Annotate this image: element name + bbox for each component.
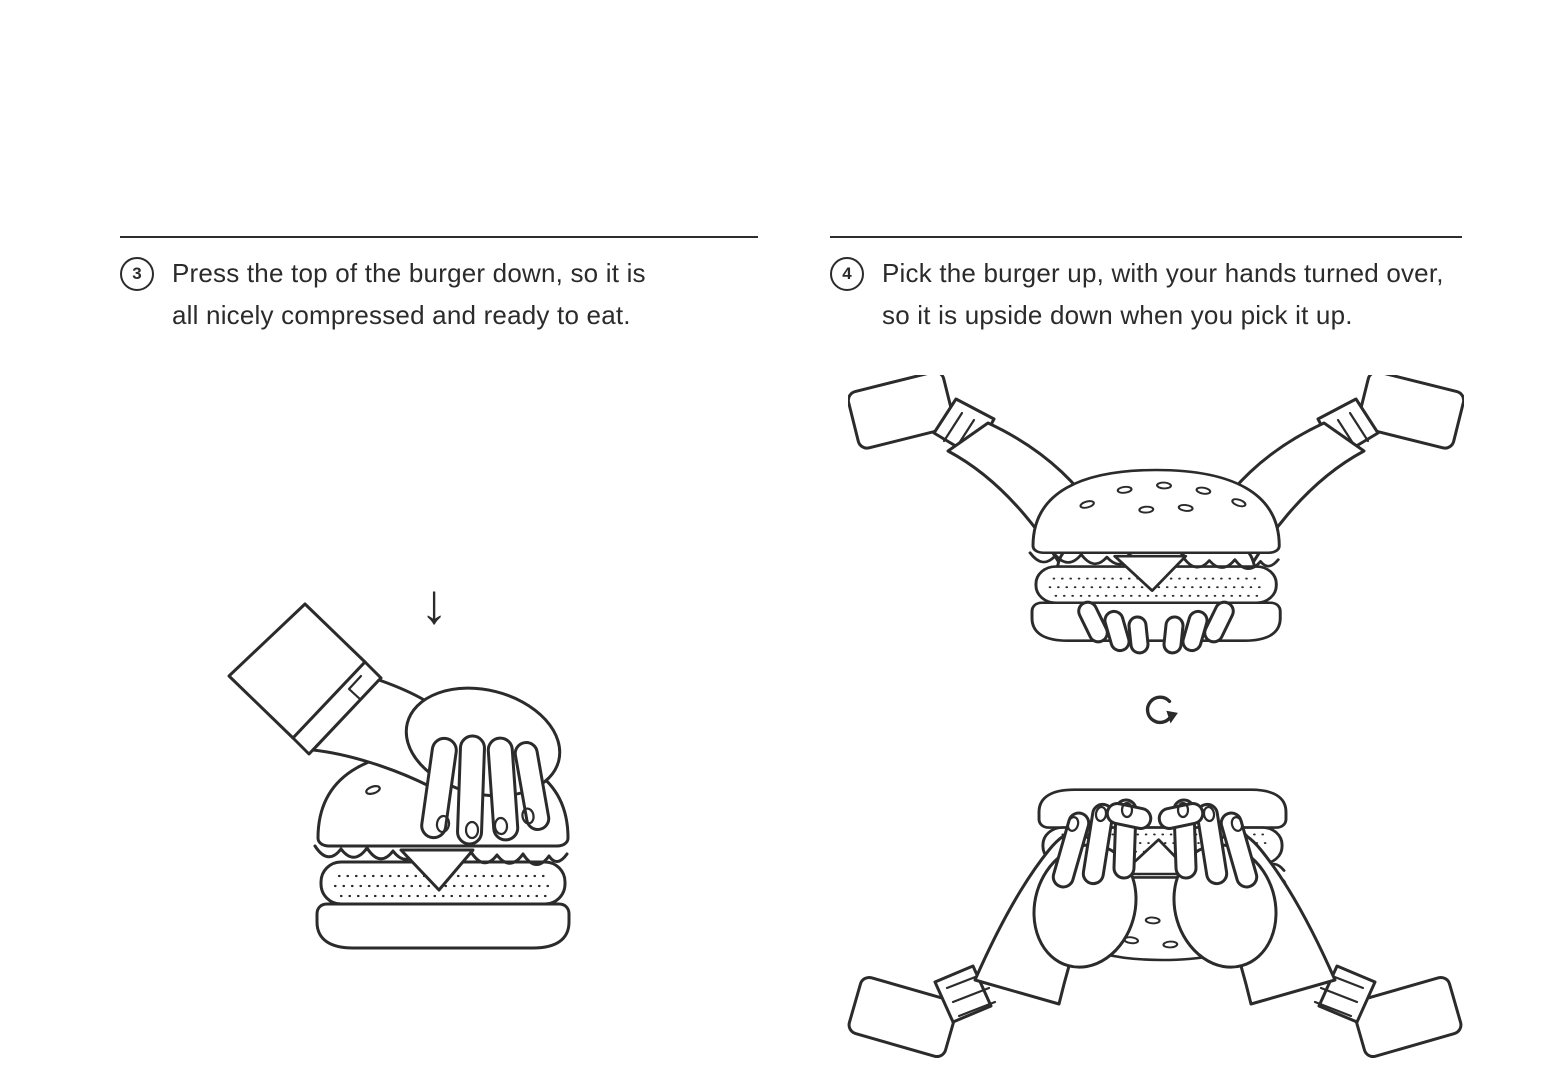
section-divider-left	[120, 236, 758, 238]
step-3-header: 3 Press the top of the burger down, so i…	[120, 252, 760, 336]
section-divider-right	[830, 236, 1462, 238]
step-4-text-line2: so it is upside down when you pick it up…	[882, 300, 1353, 330]
step-4-text-line1: Pick the burger up, with your hands turn…	[882, 258, 1444, 288]
hands-holding-burger-upside-down-illustration	[845, 748, 1465, 1063]
step-3-number-badge: 3	[120, 257, 154, 291]
step-4-text: Pick the burger up, with your hands turn…	[882, 252, 1444, 336]
press-burger-illustration	[215, 580, 775, 1000]
step-4-number-badge: 4	[830, 257, 864, 291]
step-3-text-line1: Press the top of the burger down, so it …	[172, 258, 646, 288]
pressing-hand	[227, 602, 562, 846]
step-3-text: Press the top of the burger down, so it …	[172, 252, 646, 336]
rotate-arrow-icon	[1138, 694, 1180, 736]
step-4-header: 4 Pick the burger up, with your hands tu…	[830, 252, 1490, 336]
step-3-text-line2: all nicely compressed and ready to eat.	[172, 300, 631, 330]
down-arrow-icon: ↓	[420, 572, 448, 635]
hands-holding-burger-illustration	[848, 375, 1464, 680]
